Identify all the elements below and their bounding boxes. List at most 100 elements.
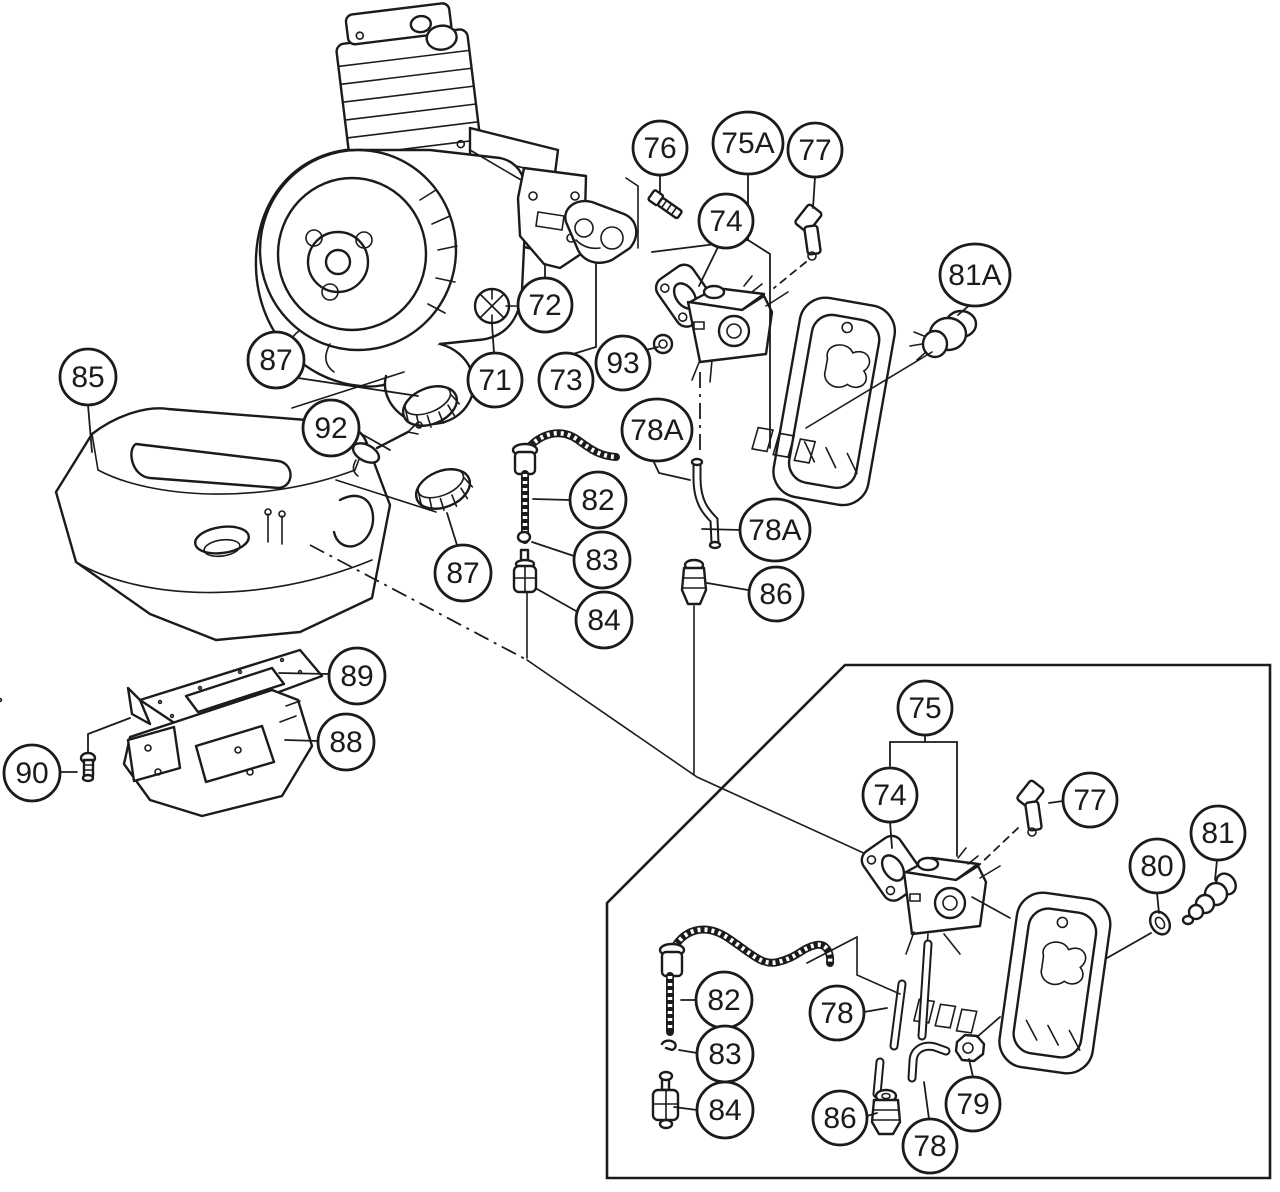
leader-81-inset bbox=[1215, 860, 1217, 880]
callout-circle-79[interactable] bbox=[946, 1077, 1000, 1131]
callout-86-inset[interactable]: 86 bbox=[813, 1091, 867, 1145]
callout-label-78-low: 78 bbox=[913, 1130, 946, 1163]
callout-circle-78-low[interactable] bbox=[903, 1119, 957, 1173]
engine-assembly-drawing bbox=[256, 1, 562, 424]
leader-86-main bbox=[707, 583, 748, 590]
callout-77-main[interactable]: 77 bbox=[788, 123, 842, 177]
callout-circle-81-inset[interactable] bbox=[1191, 806, 1245, 860]
callout-74-main[interactable]: 74 bbox=[699, 194, 753, 248]
callout-82-inset[interactable]: 82 bbox=[696, 972, 752, 1028]
callout-circle-75[interactable] bbox=[898, 681, 952, 735]
callout-circle-75A[interactable] bbox=[713, 112, 783, 174]
callout-76[interactable]: 76 bbox=[633, 121, 687, 175]
leader-80-0 bbox=[1157, 893, 1159, 913]
callout-75[interactable]: 75 bbox=[898, 681, 952, 735]
callout-label-83-inset: 83 bbox=[708, 1038, 741, 1071]
callout-78A-low[interactable]: 78A bbox=[740, 499, 810, 561]
leader-74-inset bbox=[890, 822, 892, 848]
leader-88 bbox=[285, 740, 318, 741]
callout-78A-top[interactable]: 78A bbox=[622, 399, 692, 461]
callout-86-main[interactable]: 86 bbox=[749, 567, 803, 621]
callout-78-top[interactable]: 78 bbox=[810, 986, 864, 1040]
callout-circle-83-main[interactable] bbox=[574, 532, 630, 588]
tank-gasket-89-drawing bbox=[0, 650, 322, 728]
callout-circle-71[interactable] bbox=[468, 353, 522, 407]
leader-80-1 bbox=[1107, 933, 1151, 958]
fuel-tank-85-drawing bbox=[56, 408, 390, 640]
callout-circle-73[interactable] bbox=[539, 353, 593, 407]
callout-circle-84-main[interactable] bbox=[576, 592, 632, 648]
callout-circle-80[interactable] bbox=[1130, 839, 1184, 893]
callout-circle-78A-low[interactable] bbox=[740, 499, 810, 561]
callout-label-85: 85 bbox=[71, 361, 104, 394]
callout-83-main[interactable]: 83 bbox=[574, 532, 630, 588]
callout-circle-89[interactable] bbox=[329, 648, 385, 704]
callout-circle-86-inset[interactable] bbox=[813, 1091, 867, 1145]
callout-circle-87-side[interactable] bbox=[435, 545, 491, 601]
callout-75A[interactable]: 75A bbox=[713, 112, 783, 174]
callout-78-low[interactable]: 78 bbox=[903, 1119, 957, 1173]
callout-circle-82-main[interactable] bbox=[570, 472, 626, 528]
callout-label-76: 76 bbox=[643, 132, 676, 165]
callout-87-side[interactable]: 87 bbox=[435, 545, 491, 601]
callout-80[interactable]: 80 bbox=[1130, 839, 1184, 893]
fuel-filter-84-inset-drawing bbox=[653, 1072, 678, 1128]
callout-label-82-main: 82 bbox=[581, 484, 614, 517]
callout-circle-77-main[interactable] bbox=[788, 123, 842, 177]
callout-circle-76[interactable] bbox=[633, 121, 687, 175]
callout-72[interactable]: 72 bbox=[518, 278, 572, 332]
callout-label-77-inset: 77 bbox=[1073, 784, 1106, 817]
fuel-line-82-inset-drawing bbox=[660, 930, 830, 1032]
callout-77-inset[interactable]: 77 bbox=[1063, 773, 1117, 827]
leader-78A-top bbox=[652, 458, 690, 480]
callout-93[interactable]: 93 bbox=[596, 336, 650, 390]
callout-90[interactable]: 90 bbox=[4, 745, 60, 801]
callout-label-74-inset: 74 bbox=[873, 779, 906, 812]
callout-circle-85[interactable] bbox=[60, 349, 116, 405]
callout-circle-77-inset[interactable] bbox=[1063, 773, 1117, 827]
leader-74-main bbox=[699, 247, 718, 286]
leader-77-inset bbox=[1049, 801, 1063, 803]
callout-88[interactable]: 88 bbox=[318, 714, 374, 770]
callout-label-78A-low: 78A bbox=[748, 514, 801, 547]
callout-82-main[interactable]: 82 bbox=[570, 472, 626, 528]
assembly-axis-lines bbox=[310, 372, 936, 886]
fuel-hose-78-drawing bbox=[877, 944, 946, 1094]
callout-74-inset[interactable]: 74 bbox=[863, 768, 917, 822]
callout-81-inset[interactable]: 81 bbox=[1191, 806, 1245, 860]
callout-circle-90[interactable] bbox=[4, 745, 60, 801]
callout-circle-84-inset[interactable] bbox=[697, 1082, 753, 1138]
callout-89[interactable]: 89 bbox=[329, 648, 385, 704]
leader-78A-low bbox=[702, 529, 742, 530]
callout-circle-74-main[interactable] bbox=[699, 194, 753, 248]
leader-92 bbox=[358, 432, 390, 450]
callout-71[interactable]: 71 bbox=[468, 353, 522, 407]
leader-78-low bbox=[924, 1082, 929, 1119]
callout-label-74-main: 74 bbox=[709, 205, 742, 238]
callout-label-77-main: 77 bbox=[798, 134, 831, 167]
callout-73[interactable]: 73 bbox=[539, 353, 593, 407]
callout-81A[interactable]: 81A bbox=[940, 244, 1010, 306]
callout-label-75A: 75A bbox=[721, 127, 774, 160]
callout-79[interactable]: 79 bbox=[946, 1077, 1000, 1131]
callout-circle-78-top[interactable] bbox=[810, 986, 864, 1040]
callout-84-main[interactable]: 84 bbox=[576, 592, 632, 648]
callout-circle-72[interactable] bbox=[518, 278, 572, 332]
cylinder-gasket-72-drawing bbox=[518, 168, 586, 268]
nut-79-drawing bbox=[956, 1035, 984, 1061]
callout-84-inset[interactable]: 84 bbox=[697, 1082, 753, 1138]
callout-circle-74-inset[interactable] bbox=[863, 768, 917, 822]
callout-circle-93[interactable] bbox=[596, 336, 650, 390]
callout-85[interactable]: 85 bbox=[60, 349, 116, 405]
callout-circle-86-main[interactable] bbox=[749, 567, 803, 621]
callout-circle-88[interactable] bbox=[318, 714, 374, 770]
callout-circle-87-top[interactable] bbox=[248, 332, 304, 388]
callout-circle-78A-top[interactable] bbox=[622, 399, 692, 461]
leader-85 bbox=[88, 405, 92, 452]
callout-92[interactable]: 92 bbox=[303, 400, 359, 456]
callout-circle-92[interactable] bbox=[303, 400, 359, 456]
callout-circle-81A[interactable] bbox=[940, 244, 1010, 306]
callout-87-top[interactable]: 87 bbox=[248, 332, 304, 388]
callout-83-inset[interactable]: 83 bbox=[697, 1026, 753, 1082]
